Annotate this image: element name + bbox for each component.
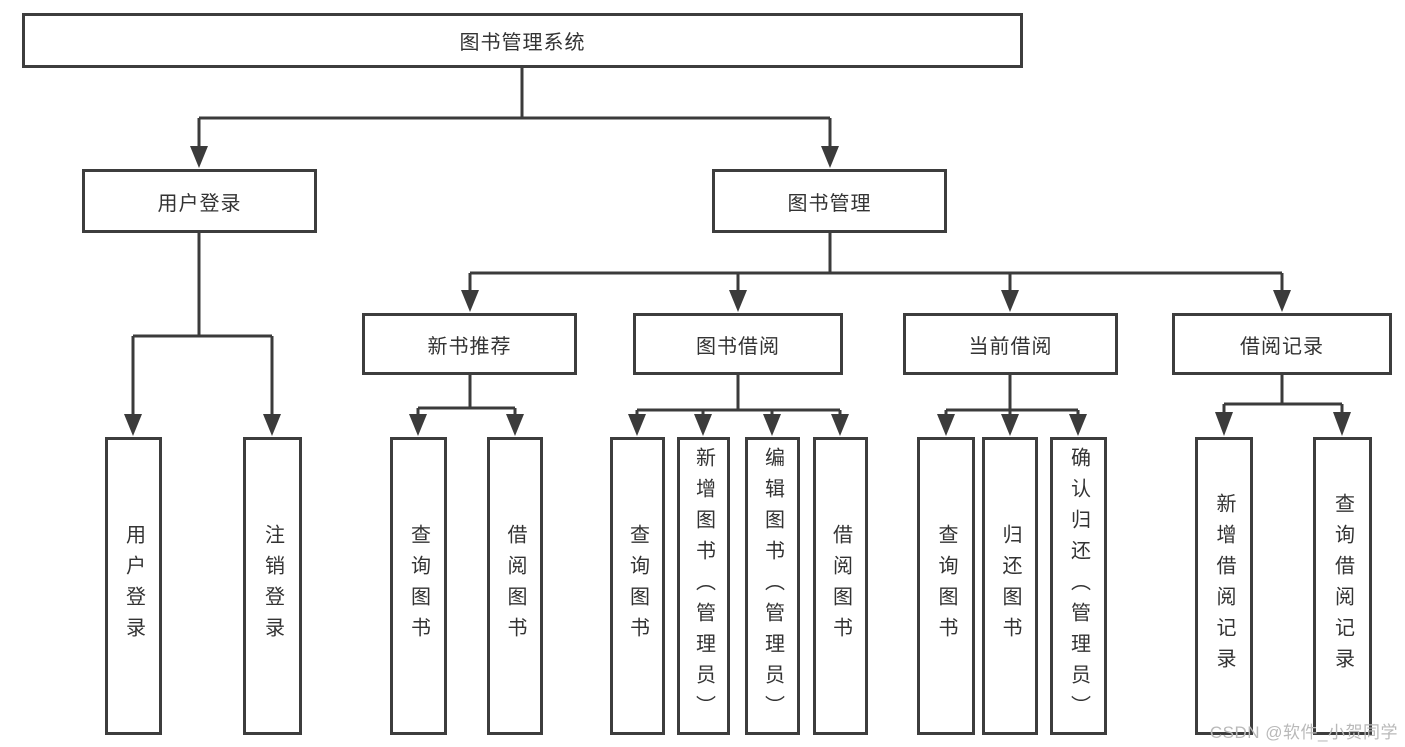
leaf-query-borrow-record: 查询借阅记录	[1313, 437, 1372, 735]
leaf-add-borrow-record: 新增借阅记录	[1195, 437, 1253, 735]
node-user-login-label: 用户登录	[157, 192, 242, 215]
node-book-management-label: 图书管理	[787, 192, 872, 215]
leaf-query-books-recommend: 查询图书	[390, 437, 447, 735]
connector-new-book-children	[409, 375, 524, 436]
node-root: 图书管理系统	[22, 13, 1023, 68]
leaf-user-login-label: 用户登录	[122, 524, 145, 648]
leaf-return-book-label: 归还图书	[999, 524, 1021, 648]
node-new-book-recommend-label: 新书推荐	[427, 335, 512, 358]
leaf-query-books-recommend-label: 查询图书	[407, 524, 430, 648]
node-book-management: 图书管理	[712, 169, 947, 233]
leaf-return-book: 归还图书	[982, 437, 1038, 735]
leaf-logout-label: 注销登录	[261, 524, 284, 648]
leaf-confirm-return-admin-label: 确认归还（管理员）	[1067, 446, 1090, 726]
connector-book-borrow-children	[628, 375, 849, 436]
leaf-confirm-return-admin: 确认归还（管理员）	[1050, 437, 1107, 735]
connector-borrow-records-children	[1215, 375, 1351, 436]
node-book-borrow: 图书借阅	[633, 313, 843, 375]
leaf-borrow-books: 借阅图书	[813, 437, 868, 735]
node-current-borrow: 当前借阅	[903, 313, 1118, 375]
node-new-book-recommend: 新书推荐	[362, 313, 577, 375]
leaf-add-book-admin-label: 新增图书（管理员）	[692, 446, 715, 726]
node-borrow-records-label: 借阅记录	[1240, 335, 1324, 358]
leaf-query-borrow-record-label: 查询借阅记录	[1331, 493, 1354, 679]
node-user-login: 用户登录	[82, 169, 317, 233]
connector-current-borrow-children	[937, 375, 1087, 436]
leaf-user-login: 用户登录	[105, 437, 162, 735]
leaf-edit-book-admin: 编辑图书（管理员）	[745, 437, 800, 735]
leaf-query-books-borrow: 查询图书	[610, 437, 665, 735]
node-root-label: 图书管理系统	[459, 32, 586, 54]
connector-book-management-children	[461, 233, 1291, 312]
leaf-query-books-borrow-label: 查询图书	[626, 524, 649, 648]
leaf-logout: 注销登录	[243, 437, 302, 735]
node-book-borrow-label: 图书借阅	[696, 335, 780, 358]
leaf-borrow-books-recommend: 借阅图书	[487, 437, 543, 735]
leaf-add-book-admin: 新增图书（管理员）	[677, 437, 730, 735]
connector-root-to-level2	[190, 68, 839, 168]
connector-user-login-children	[124, 233, 281, 436]
leaf-add-borrow-record-label: 新增借阅记录	[1213, 493, 1235, 679]
leaf-query-books-current-label: 查询图书	[935, 524, 957, 648]
leaf-query-books-current: 查询图书	[917, 437, 975, 735]
leaf-borrow-books-label: 借阅图书	[829, 524, 852, 648]
leaf-edit-book-admin-label: 编辑图书（管理员）	[761, 446, 784, 726]
node-borrow-records: 借阅记录	[1172, 313, 1392, 375]
node-current-borrow-label: 当前借阅	[968, 335, 1053, 358]
leaf-borrow-books-recommend-label: 借阅图书	[504, 524, 526, 648]
